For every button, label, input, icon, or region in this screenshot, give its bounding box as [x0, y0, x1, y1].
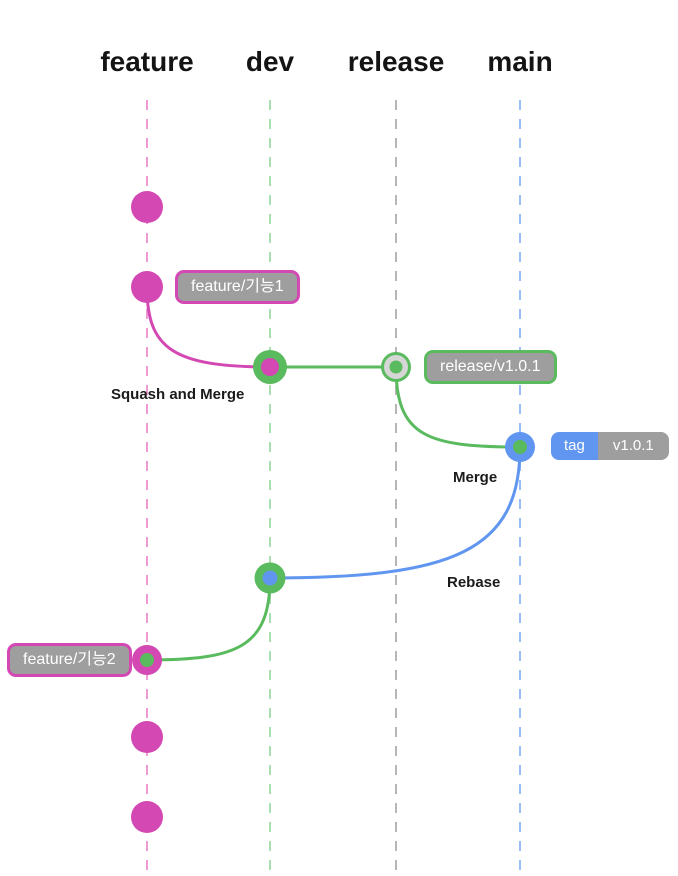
commit-dev-rebase	[254, 562, 286, 594]
tag-key: tag	[551, 432, 598, 460]
commit-dev-rebase-inner	[262, 570, 278, 586]
commit-release-inner	[389, 360, 403, 374]
commit-main-merge-inner	[513, 440, 527, 454]
commit-main-merge	[505, 432, 535, 462]
commit-feature-4	[131, 801, 163, 833]
tag-value: v1.0.1	[597, 432, 669, 460]
commit-feature-2	[131, 271, 163, 303]
branch-label-release: release/v1.0.1	[424, 350, 557, 384]
commit-feature-3	[131, 721, 163, 753]
commit-release-branch-point	[381, 352, 411, 382]
commit-feature2-branch-point	[132, 645, 162, 675]
commit-feature2-inner	[140, 653, 154, 667]
edge-release-to-main-merge	[394, 365, 522, 449]
commit-dev-squash-merge-inner	[261, 358, 279, 376]
branch-label-feature2: feature/기능2	[7, 643, 132, 677]
commit-feature-1	[131, 191, 163, 223]
branch-header-release: release	[347, 46, 445, 77]
annotation-merge: Merge	[453, 469, 498, 486]
branch-label-feature1: feature/기능1	[175, 270, 300, 304]
annotation-rebase: Rebase	[447, 574, 501, 591]
commit-dev-squash-merge	[253, 350, 287, 384]
tag-label: tag v1.0.1	[551, 432, 669, 460]
edge-main-to-dev-rebase	[268, 445, 522, 580]
annotation-squash-and-merge: Squash and Merge	[111, 386, 245, 403]
branch-header-dev: dev	[245, 46, 295, 77]
edge-feature-to-dev-squash	[145, 285, 272, 369]
branch-header-feature: feature	[100, 46, 194, 77]
edge-feature2-to-dev	[145, 576, 272, 662]
branch-header-main: main	[487, 46, 553, 77]
